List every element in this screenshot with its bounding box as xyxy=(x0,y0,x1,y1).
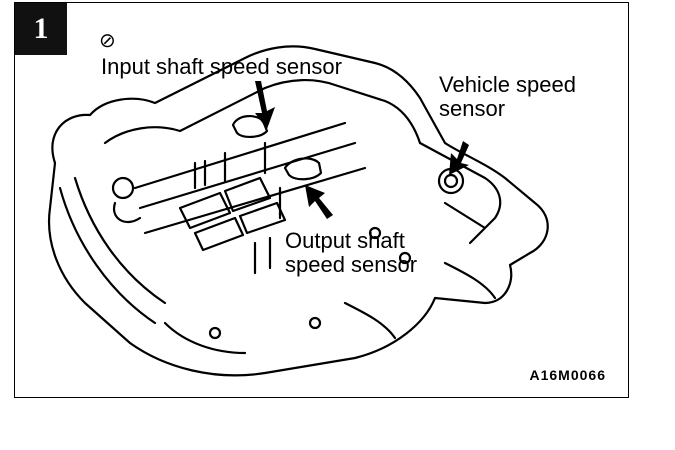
output-shaft-sensor-label: Output shaft speed sensor xyxy=(285,229,417,277)
vehicle-sensor-arrow xyxy=(449,141,469,175)
step-number-badge: 1 xyxy=(15,3,67,55)
figure-frame: 1 ⊘ xyxy=(14,2,629,398)
output-shaft-label-line1: Output shaft xyxy=(285,228,405,253)
figure-code: A16M0066 xyxy=(529,367,606,383)
input-sensor-arrow xyxy=(255,81,275,129)
vehicle-speed-label-line1: Vehicle speed xyxy=(439,72,576,97)
output-sensor-arrow xyxy=(305,185,333,219)
housing-outline xyxy=(48,45,549,377)
transmission-illustration xyxy=(48,45,549,377)
input-shaft-sensor-label: Input shaft speed sensor xyxy=(101,54,342,79)
tool-symbol-icon: ⊘ xyxy=(99,30,116,52)
vehicle-speed-label-line2: sensor xyxy=(439,96,506,121)
output-shaft-label-line2: speed sensor xyxy=(285,252,418,277)
vehicle-speed-sensor-label: Vehicle speed sensor xyxy=(439,73,576,121)
